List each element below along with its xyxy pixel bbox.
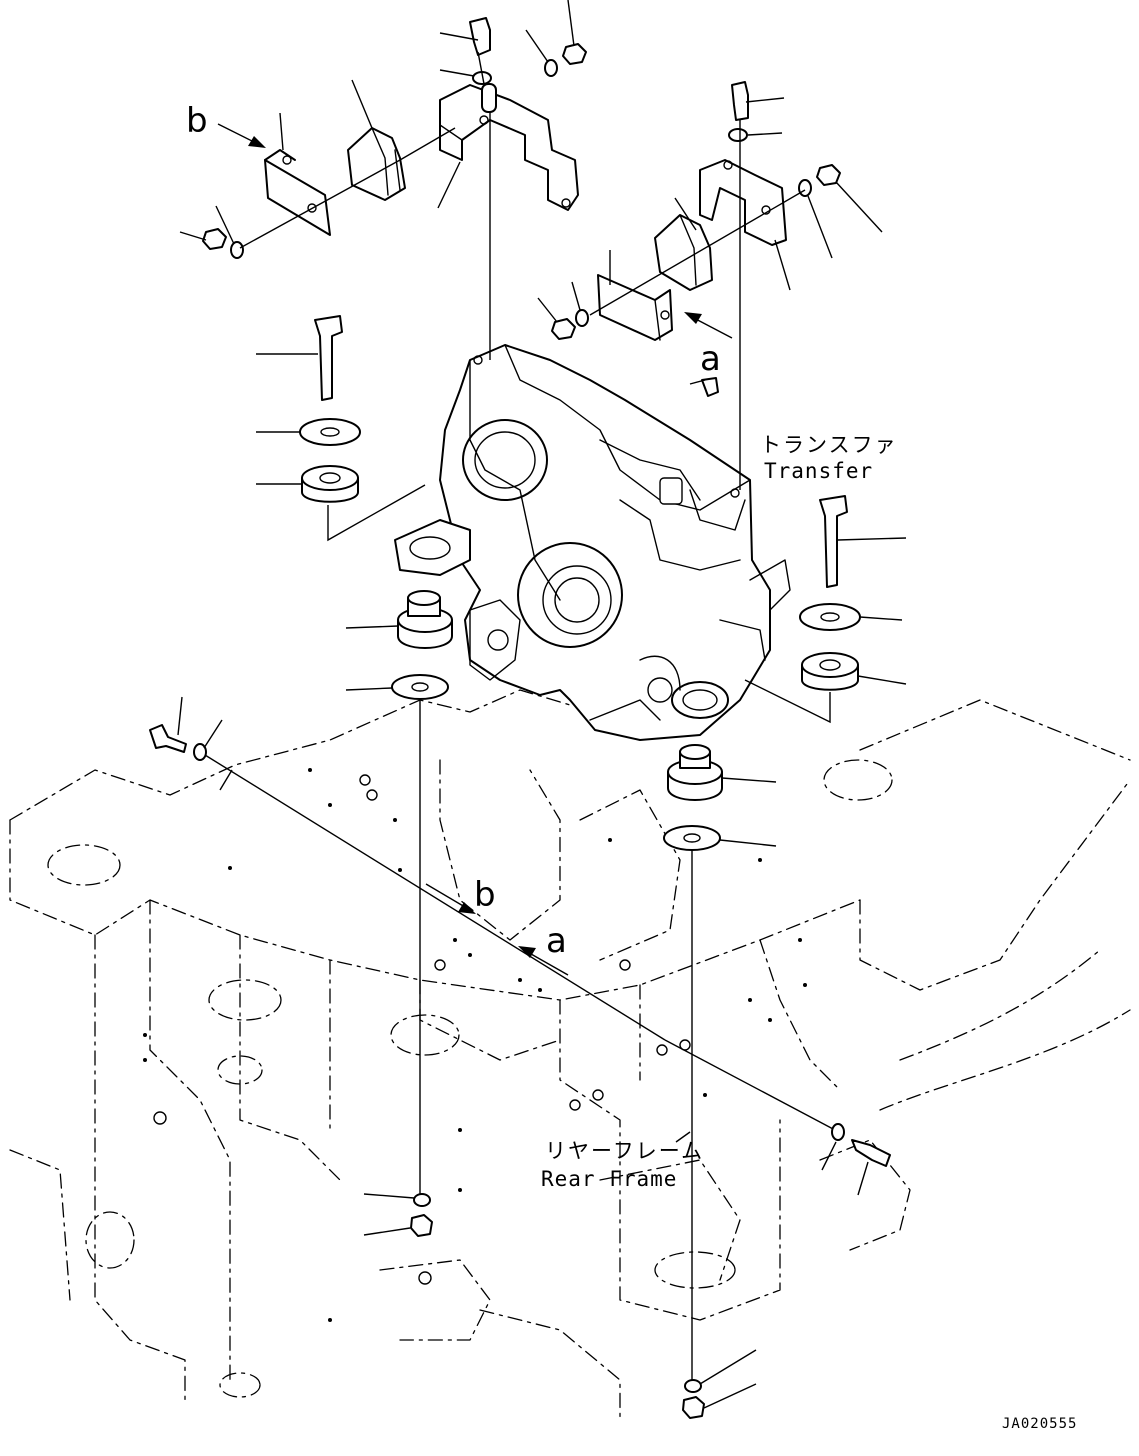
- rear-frame-label-en: Rear Frame: [541, 1167, 677, 1191]
- upper-left-bracket-assembly: [202, 17, 587, 360]
- transfer-label-jp: トランスファ: [760, 433, 898, 457]
- drawing-code: JA020555: [1002, 1416, 1077, 1432]
- view-label-b-frame: b: [474, 875, 496, 915]
- view-label-a-frame: a: [546, 921, 567, 961]
- right-mount-stack: [663, 495, 861, 1419]
- transfer-case: [394, 344, 791, 741]
- side-bolts: [149, 724, 891, 1167]
- left-mount-stack: [299, 315, 453, 1237]
- rear-frame-label-jp: リヤーフレーム: [545, 1139, 704, 1163]
- view-label-b-top: b: [186, 101, 208, 141]
- upper-right-bracket-assembly: [551, 81, 841, 490]
- transfer-label-en: Transfer: [764, 459, 873, 483]
- leader-lines: [177, 0, 907, 1409]
- view-arrows: [217, 123, 733, 976]
- rear-frame-outline: [9, 679, 1131, 1421]
- view-label-a-top: a: [700, 339, 721, 379]
